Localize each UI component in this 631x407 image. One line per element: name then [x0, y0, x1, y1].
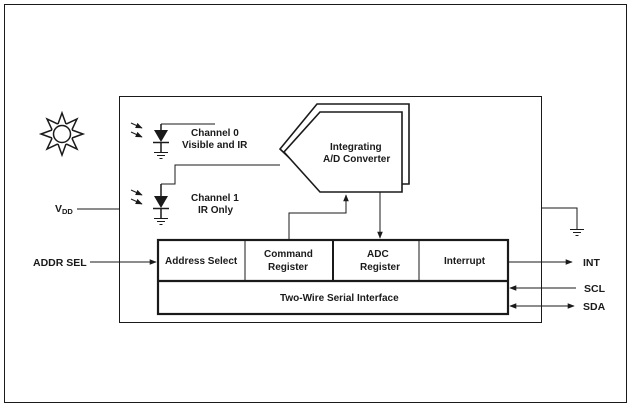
int-pin-label: INT	[583, 257, 601, 269]
light-rays-icon	[130, 122, 143, 138]
ground-icon	[570, 229, 584, 236]
adc-sublabel: A/D Converter	[323, 154, 390, 165]
photodiode-icon	[153, 184, 169, 218]
command-register-label: Command	[264, 249, 313, 260]
interrupt-label: Interrupt	[444, 256, 486, 267]
channel0-sublabel: Visible and IR	[182, 140, 248, 151]
photodiode-icon	[153, 124, 169, 152]
adc-register-sublabel: Register	[360, 262, 400, 273]
sda-pin-label: SDA	[583, 301, 606, 313]
ground-icon	[154, 152, 168, 159]
channel1-wire	[161, 164, 280, 185]
addr-sel-pin-label: ADDR SEL	[33, 257, 87, 269]
adc-converter: Integrating A/D Converter	[278, 103, 410, 193]
sun-icon	[38, 110, 86, 158]
vdd-pin-label: VDD	[55, 203, 73, 216]
command-register-sublabel: Register	[268, 262, 308, 273]
address-select-label: Address Select	[165, 256, 238, 267]
gnd-wire	[541, 207, 578, 229]
adc-label: Integrating	[330, 142, 382, 153]
outer-frame	[4, 4, 627, 403]
scl-pin-label: SCL	[584, 283, 606, 295]
light-rays-icon	[130, 189, 143, 205]
channel1-sublabel: IR Only	[198, 205, 233, 216]
channel1-label: Channel 1	[191, 193, 239, 204]
adc-register-label: ADC	[367, 249, 389, 260]
serial-interface-label: Two-Wire Serial Interface	[280, 293, 399, 304]
ground-icon	[154, 218, 168, 225]
command-to-adc-arrow	[288, 194, 349, 240]
channel0-label: Channel 0	[191, 128, 239, 139]
chip-body	[119, 96, 542, 323]
